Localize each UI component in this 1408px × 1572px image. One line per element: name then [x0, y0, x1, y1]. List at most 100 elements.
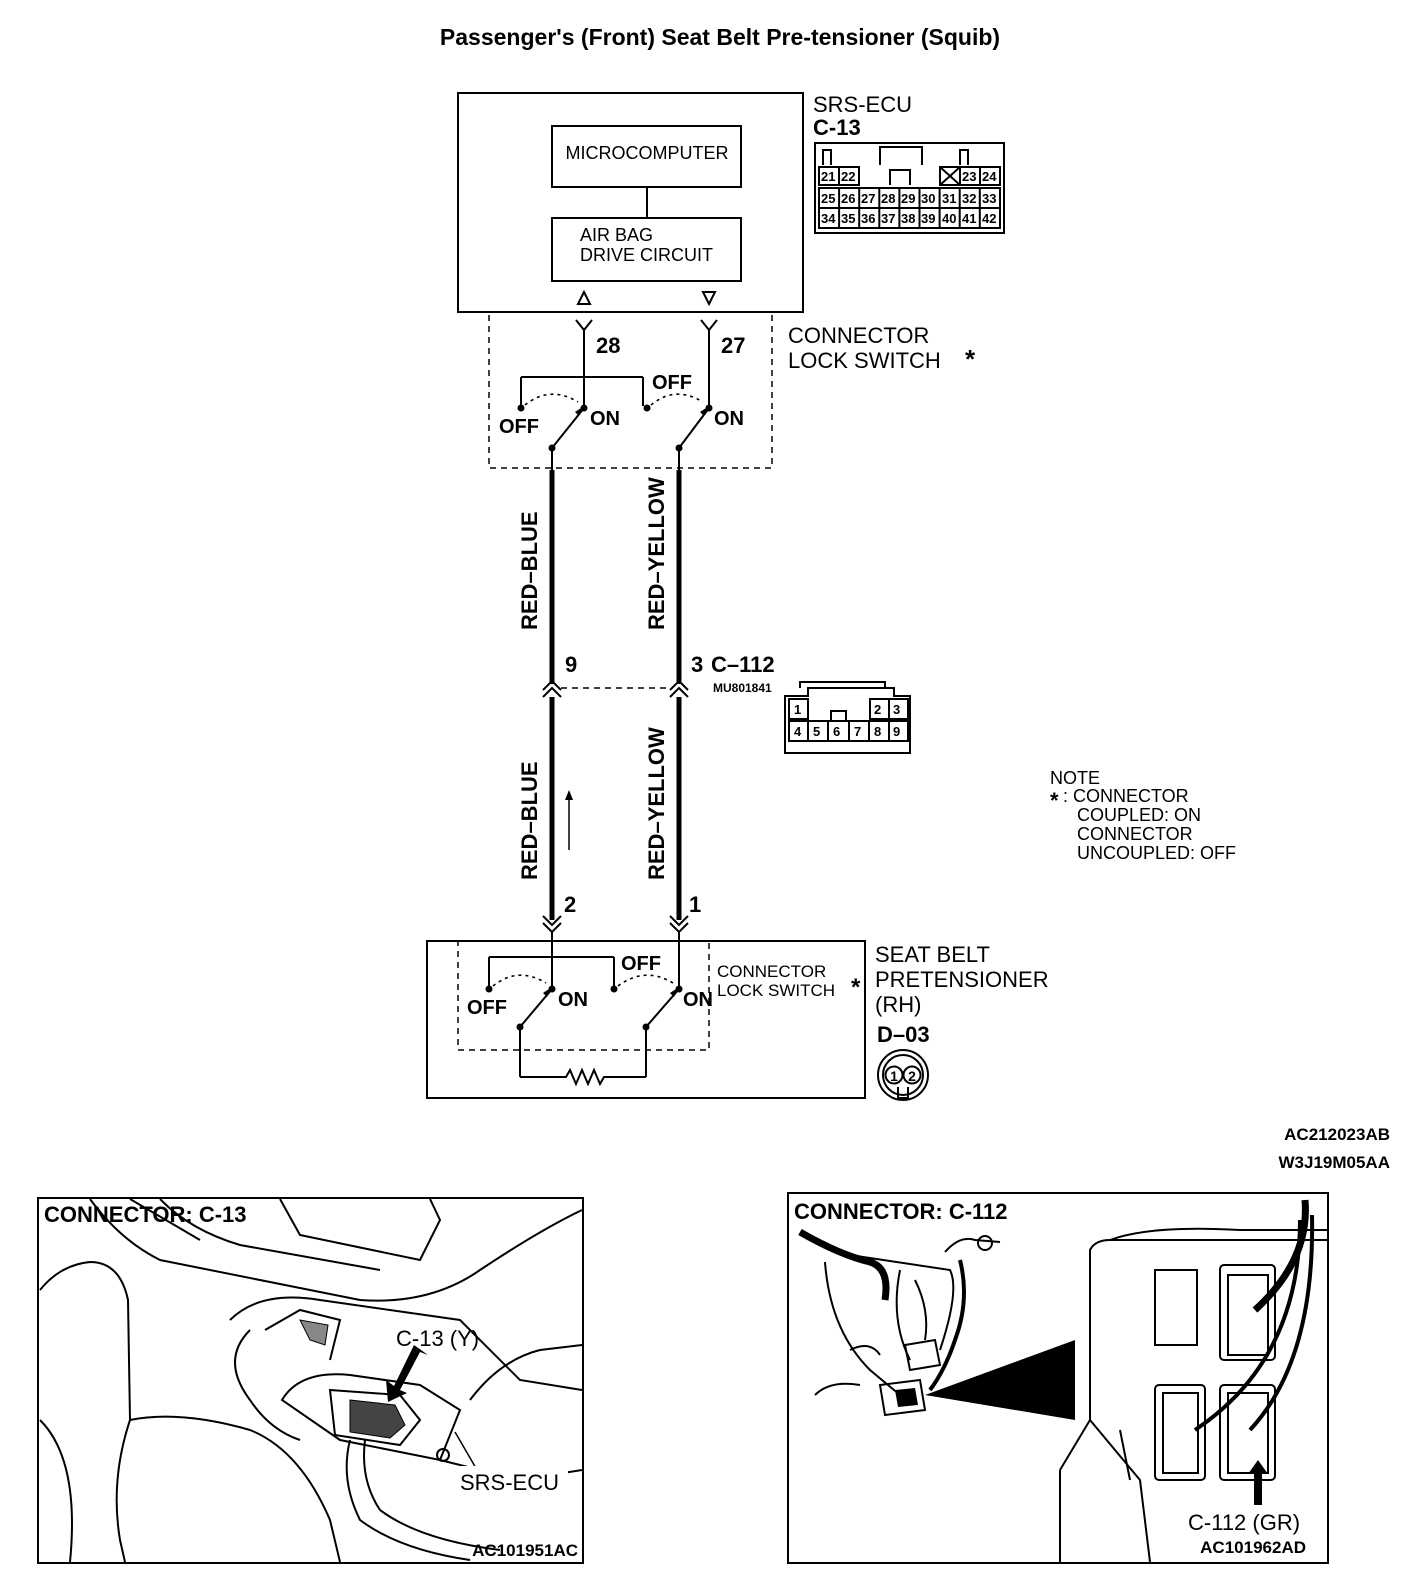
- pretensioner-lock-switch-label-2: LOCK SWITCH: [717, 981, 835, 1000]
- c112-junction: [542, 679, 689, 698]
- c112-pin-1: 1: [794, 702, 801, 717]
- top-left-off-label: OFF: [499, 416, 539, 438]
- c112-pin-2: 2: [874, 702, 881, 717]
- c112-part-number: MU801841: [713, 681, 772, 695]
- pretensioner-left-switch: [485, 956, 618, 1077]
- c13-pin-22: 22: [841, 169, 855, 184]
- c112-connector-id: C–112: [711, 652, 775, 677]
- diagram-title: Passenger's (Front) Seat Belt Pre-tensio…: [440, 24, 1000, 50]
- c112-panel-heading: CONNECTOR: C-112: [794, 1199, 1008, 1224]
- pretensioner-left-on-label: ON: [558, 989, 588, 1011]
- ecu-terminal-27: [700, 319, 718, 406]
- c112-connector-face: 1 2 3 4 5 6 7 8 9: [784, 681, 911, 754]
- c13-pin-36: 36: [861, 211, 875, 226]
- d03-terminal-1: 1: [689, 892, 701, 917]
- top-lock-switch-mark: *: [965, 344, 976, 374]
- figure-code-2: W3J19M05AA: [1279, 1153, 1391, 1172]
- note-block: NOTE * : CONNECTOR COUPLED: ON CONNECTOR…: [1050, 768, 1236, 863]
- pretensioner-lock-switch-boundary: [457, 940, 710, 1051]
- note-heading: NOTE: [1050, 768, 1100, 788]
- pretensioner-right-switch: [617, 974, 683, 1077]
- note-line-2: COUPLED: ON: [1077, 805, 1201, 825]
- wire-red-blue-upper-label: RED–BLUE: [517, 511, 542, 630]
- pretensioner-right-on-label: ON: [683, 989, 713, 1011]
- c112-terminal-9: 9: [565, 652, 577, 677]
- note-line-4: UNCOUPLED: OFF: [1077, 843, 1236, 863]
- c112-pin-9: 9: [893, 724, 900, 739]
- c13-pin-35: 35: [841, 211, 855, 226]
- note-line-1: : CONNECTOR: [1063, 786, 1189, 806]
- drive-circuit-label-2: DRIVE CIRCUIT: [580, 245, 713, 265]
- terminal-27-label: 27: [721, 333, 745, 358]
- c13-pin-25: 25: [821, 191, 835, 206]
- c13-pin-32: 32: [962, 191, 976, 206]
- drive-circuit-label-1: AIR BAG: [580, 225, 653, 245]
- top-left-switch: [517, 376, 651, 470]
- c13-location-illustration: [39, 1199, 582, 1562]
- c13-connector-face: 21 22 23 24 25 26 27 28 29 30 31 32 33 3…: [814, 142, 1005, 234]
- c13-pin-39: 39: [921, 211, 935, 226]
- c13-pin-34: 34: [821, 211, 836, 226]
- c13-pin-31: 31: [942, 191, 956, 206]
- c13-pin-33: 33: [982, 191, 996, 206]
- c112-pointer-arrow-icon: [1248, 1460, 1268, 1505]
- top-right-switch: [650, 393, 713, 470]
- pretensioner-name-3: (RH): [875, 992, 921, 1017]
- c13-pointer-arrow-icon: [386, 1345, 428, 1402]
- c13-pin-41: 41: [962, 211, 976, 226]
- c13-ecu-label: SRS-ECU: [460, 1470, 559, 1495]
- top-right-on-label: ON: [714, 408, 744, 430]
- top-right-off-label: OFF: [652, 372, 692, 394]
- c13-callout: C-13 (Y): [396, 1326, 479, 1351]
- figure-code-1: AC212023AB: [1284, 1125, 1390, 1144]
- c13-pin-37: 37: [881, 211, 895, 226]
- wire-red-blue-lower-label: RED–BLUE: [517, 761, 542, 880]
- srs-ecu-label: SRS-ECU: [813, 92, 912, 117]
- c112-pin-4: 4: [794, 724, 802, 739]
- c112-pin-3: 3: [893, 702, 900, 717]
- c13-pin-28: 28: [881, 191, 895, 206]
- c13-pin-26: 26: [841, 191, 855, 206]
- wire-red-yellow-lower-label: RED–YELLOW: [644, 727, 669, 880]
- pretensioner-name-2: PRETENSIONER: [875, 967, 1049, 992]
- pretensioner-right-off-label: OFF: [621, 953, 661, 975]
- c112-pin-7: 7: [854, 724, 861, 739]
- pretensioner-lock-switch-mark: *: [851, 974, 861, 1001]
- c13-panel-code: AC101951AC: [472, 1541, 578, 1560]
- c112-pin-8: 8: [874, 724, 881, 739]
- c112-panel-code: AC101962AD: [1200, 1538, 1306, 1557]
- c13-pin-27: 27: [861, 191, 875, 206]
- c112-pin-6: 6: [833, 724, 840, 739]
- c112-pin-5: 5: [813, 724, 820, 739]
- c13-pin-40: 40: [942, 211, 956, 226]
- c13-pin-21: 21: [821, 169, 835, 184]
- pretensioner-left-off-label: OFF: [467, 997, 507, 1019]
- terminal-28-label: 28: [596, 333, 620, 358]
- c13-pin-29: 29: [901, 191, 915, 206]
- c13-pin-24: 24: [982, 169, 997, 184]
- c13-pin-42: 42: [982, 211, 996, 226]
- pretensioner-lock-switch-label-1: CONNECTOR: [717, 962, 826, 981]
- note-line-3: CONNECTOR: [1077, 824, 1193, 844]
- top-lock-switch-label-2: LOCK SWITCH: [788, 348, 941, 373]
- d03-terminal-2: 2: [564, 892, 576, 917]
- c112-callout: C-112 (GR): [1188, 1510, 1300, 1535]
- d03-pin-2: 2: [908, 1068, 916, 1084]
- output-arrow-down-icon: [701, 291, 717, 307]
- c13-pin-30: 30: [921, 191, 935, 206]
- top-left-on-label: ON: [590, 408, 620, 430]
- squib-resistor-icon: [520, 1067, 646, 1087]
- ecu-terminal-28: [575, 319, 593, 406]
- output-arrow-up-icon: [576, 289, 592, 305]
- note-mark: *: [1050, 788, 1059, 813]
- c13-pin-23: 23: [962, 169, 976, 184]
- c13-pin-38: 38: [901, 211, 915, 226]
- top-lock-switch-label-1: CONNECTOR: [788, 323, 929, 348]
- c13-panel-heading: CONNECTOR: C-13: [44, 1202, 247, 1227]
- srs-ecu-box: MICROCOMPUTER AIR BAG DRIVE CIRCUIT: [457, 92, 804, 313]
- c112-terminal-3: 3: [691, 652, 703, 677]
- d03-pin-1: 1: [890, 1068, 898, 1084]
- d03-connector-id: D–03: [877, 1022, 930, 1047]
- c112-location-illustration: [798, 1199, 1327, 1562]
- drive-circuit-block: [551, 217, 742, 282]
